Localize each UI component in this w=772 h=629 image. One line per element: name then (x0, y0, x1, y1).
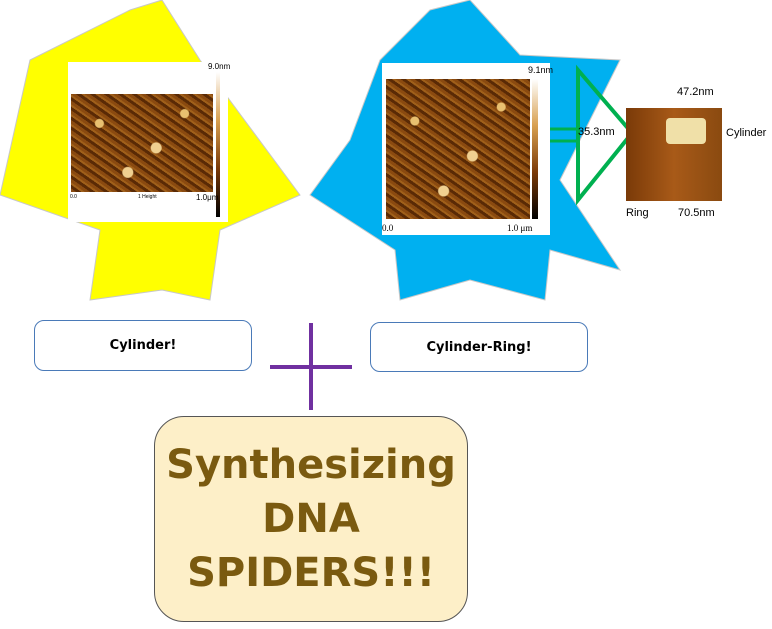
ring-diameter-label: 70.5nm (678, 207, 715, 219)
ring-label: Ring (626, 207, 649, 219)
left-axis-start: 0.0 (70, 194, 77, 200)
right-afm-image (386, 79, 530, 219)
cylinder-ring-text: Cylinder-Ring! (426, 339, 532, 355)
right-axis-end: 1.0 μm (507, 223, 533, 233)
cylinder-ring-label-box: Cylinder-Ring! (370, 322, 588, 372)
left-scale-length: 1.0μm (196, 193, 219, 202)
left-color-scale (216, 72, 220, 217)
result-line-1: Synthesizing (166, 442, 456, 488)
left-afm-image (71, 94, 213, 192)
right-afm-panel: 9.1nm 0.0 1.0 μm (382, 63, 554, 235)
result-line-3: SPIDERS!!! (187, 550, 435, 596)
width-measure: 47.2nm (677, 86, 714, 98)
zoomed-afm-image (626, 108, 722, 201)
left-axis-label: 1 Height (138, 194, 157, 200)
cylinder-text: Cylinder! (109, 338, 177, 353)
cylinder-label: Cylinder (726, 127, 767, 139)
right-color-scale (532, 79, 538, 219)
right-axis-start: 0.0 (382, 223, 394, 233)
cylinder-label-box: Cylinder! (34, 320, 252, 371)
height-measure: 35.3nm (578, 126, 615, 138)
right-scale-max: 9.1nm (528, 65, 554, 75)
result-line-2: DNA (262, 496, 360, 542)
cylinder-feature (666, 118, 706, 144)
result-box: Synthesizing DNA SPIDERS!!! (154, 416, 468, 622)
left-scale-max: 9.0nm (208, 62, 231, 71)
left-afm-panel: 9.0nm 0.0 1 Height 1.0μm (68, 62, 231, 222)
